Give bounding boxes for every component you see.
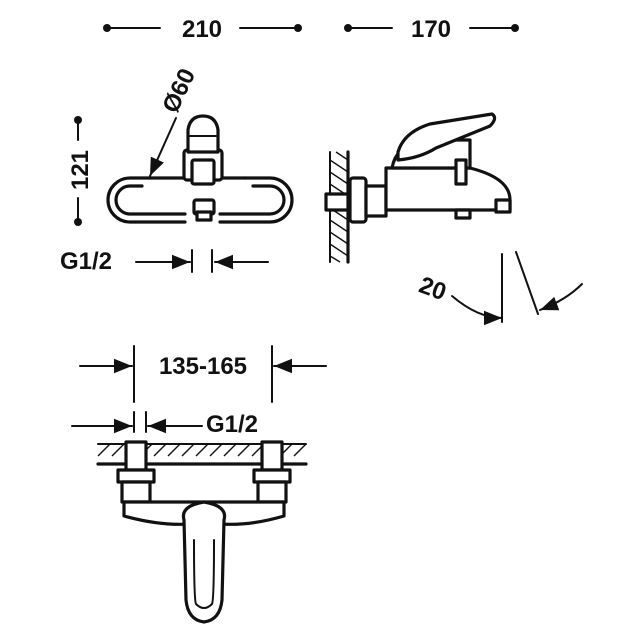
depth-label: 170 bbox=[411, 16, 451, 43]
center-distance-label: 135-165 bbox=[159, 353, 247, 380]
side-view: 170 bbox=[324, 16, 583, 326]
angle-dimension: 20 bbox=[415, 251, 583, 326]
depth-dimension: 170 bbox=[344, 16, 519, 43]
height-label: 121 bbox=[67, 150, 94, 190]
front-view: 210 121 Ø60 bbox=[60, 16, 302, 275]
center-distance-dimension: 135-165 bbox=[79, 345, 327, 403]
faucet-front-body bbox=[106, 114, 294, 224]
height-dimension: 121 bbox=[67, 116, 94, 226]
width-dimension: 210 bbox=[103, 16, 302, 43]
front-inlet-dimension: G1/2 bbox=[60, 248, 269, 275]
faucet-top-body bbox=[116, 440, 292, 624]
top-inlet-label: G1/2 bbox=[206, 411, 258, 438]
angle-label: 20 bbox=[415, 272, 449, 307]
width-label: 210 bbox=[182, 16, 222, 43]
top-view: 135-165 G1/2 bbox=[71, 345, 327, 624]
diameter-label: Ø60 bbox=[157, 65, 201, 118]
front-inlet-label: G1/2 bbox=[60, 248, 112, 275]
faucet-side-body bbox=[324, 112, 512, 224]
top-inlet-dimension: G1/2 bbox=[71, 411, 258, 438]
